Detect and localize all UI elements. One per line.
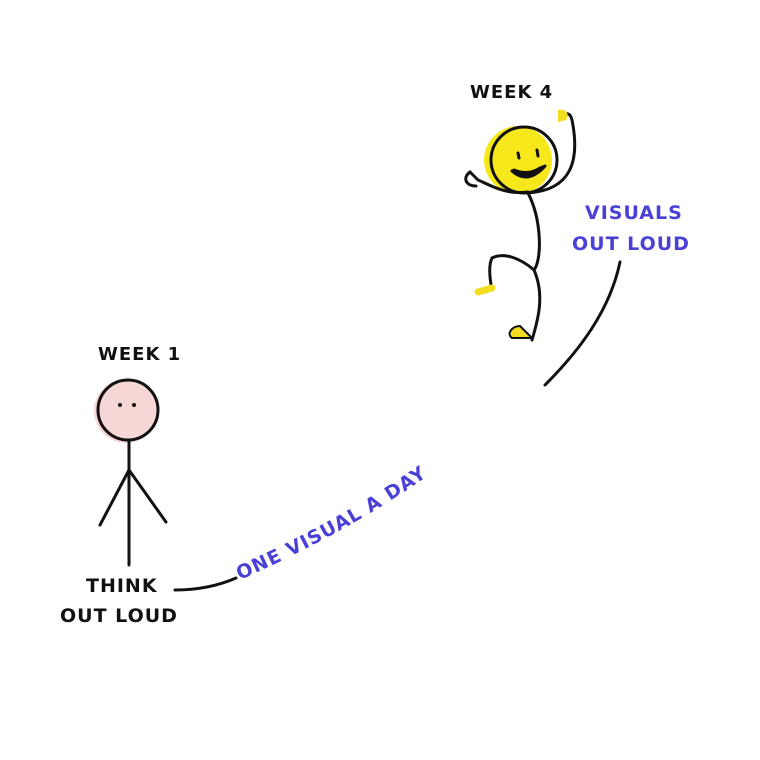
week4-leg-left (488, 254, 536, 292)
week4-head-fill (484, 126, 552, 194)
week1-arm-right (127, 468, 168, 524)
week1-label: WEEK 1 (98, 344, 181, 365)
week4-shoe-right (508, 325, 533, 339)
think-out-loud-line2: OUT LOUD (60, 605, 178, 627)
week4-torso (526, 191, 541, 272)
week1-arm-left (98, 468, 131, 527)
visuals-out-loud-line1: VISUALS (585, 202, 683, 224)
think-out-loud-line1: THINK (86, 575, 158, 597)
week1-eye-left (118, 403, 122, 407)
one-visual-a-day-path-text: ONE VISUAL A DAY (233, 462, 431, 585)
week4-leg-right (530, 268, 542, 342)
week4-stick-figure (464, 109, 577, 342)
visuals-out-loud-line2: OUT LOUD (572, 233, 690, 255)
week4-hand-right-fill (558, 109, 568, 122)
connector-lines (173, 260, 622, 592)
week4-label: WEEK 4 (470, 82, 553, 103)
week1-stick-figure (94, 378, 168, 567)
week4-arm-left (468, 170, 530, 195)
think-connector-line (173, 576, 238, 592)
week4-eye-right (535, 148, 540, 158)
week4-shoe-left (474, 284, 496, 296)
week4-smile (510, 164, 547, 179)
week4-eye-left (516, 151, 521, 160)
visuals-connector-line (543, 260, 622, 387)
week4-hand-left (464, 170, 478, 188)
week1-head-fill (94, 379, 158, 443)
one-visual-a-day-text: ONE VISUAL A DAY (233, 462, 430, 585)
week1-eye-right (132, 403, 136, 407)
